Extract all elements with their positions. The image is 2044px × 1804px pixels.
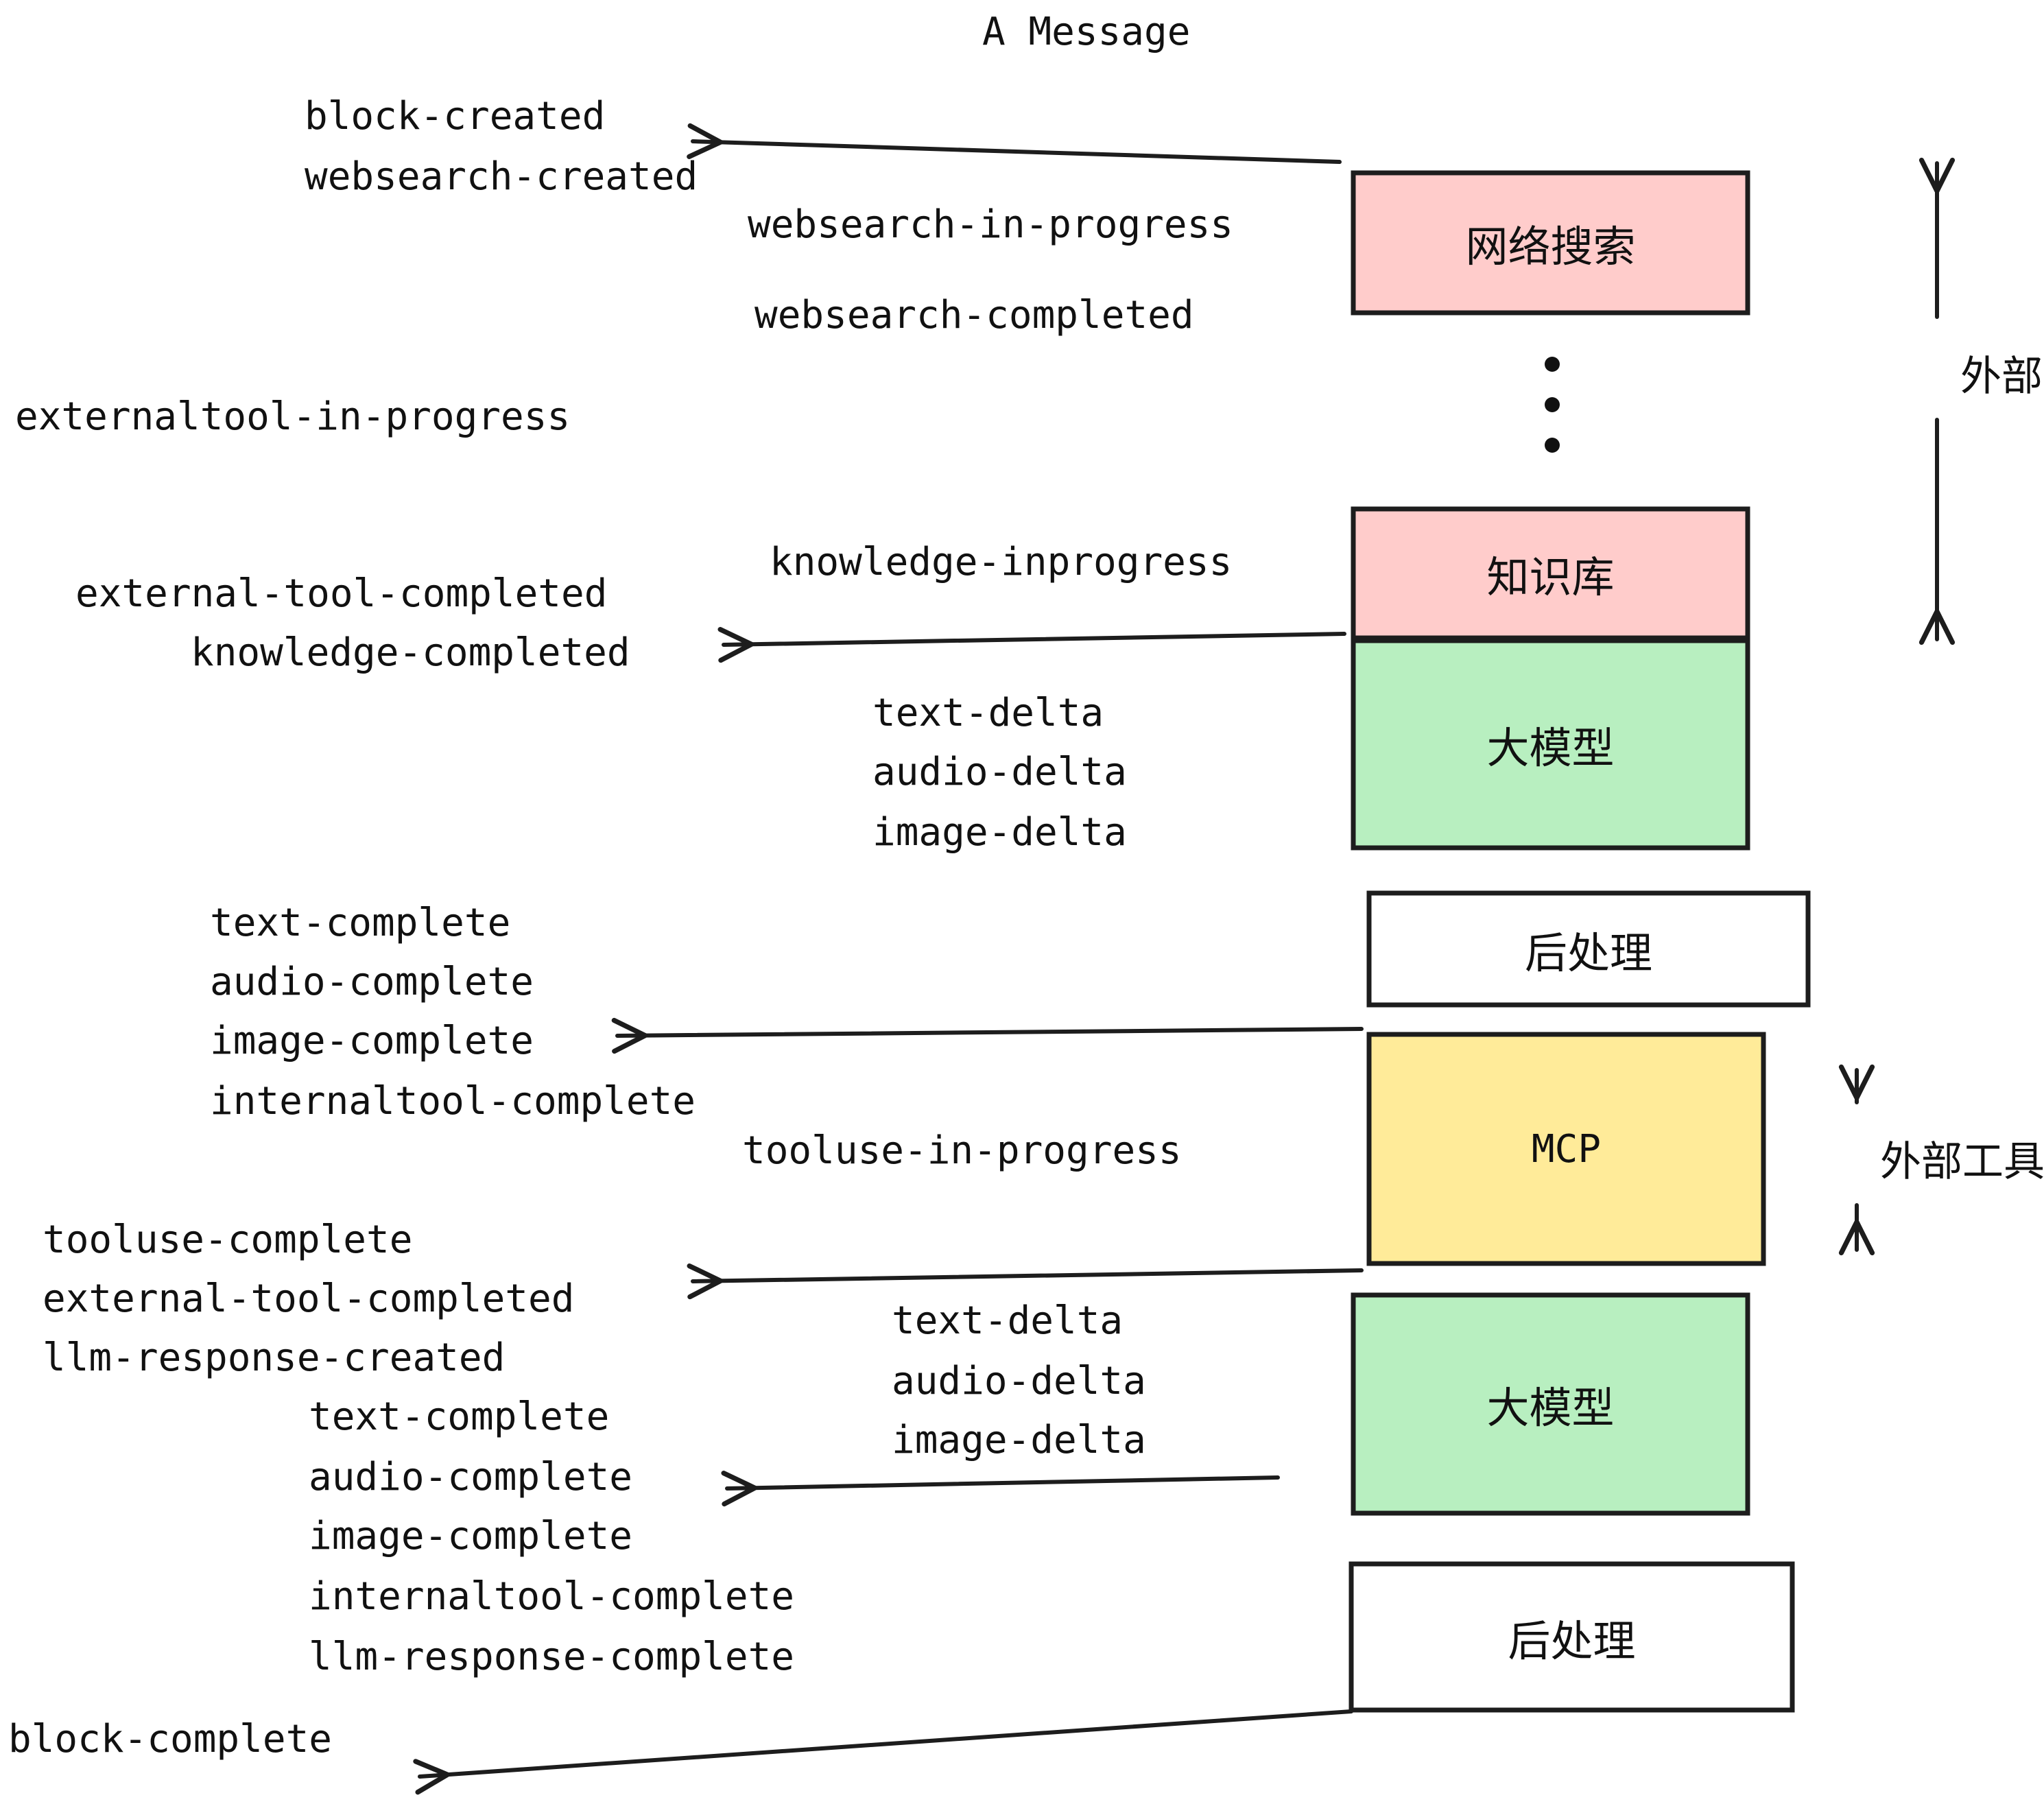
event-label-websearch-completed: websearch-completed xyxy=(754,293,1194,337)
page-title: A Message xyxy=(982,10,1191,54)
node-box-postprocess-1 xyxy=(1366,890,1811,1008)
event-label-text-delta-1: text-delta xyxy=(872,691,1104,735)
event-label-block-created: block-created xyxy=(305,94,606,139)
event-label-audio-delta-2: audio-delta xyxy=(892,1359,1146,1403)
event-label-websearch-in-progress: websearch-in-progress xyxy=(748,202,1234,247)
ellipsis-dot xyxy=(1545,397,1560,412)
node-box-websearch xyxy=(1351,170,1750,316)
node-box-knowledge xyxy=(1351,506,1750,641)
vertical-ellipsis-icon xyxy=(1544,357,1560,453)
event-label-llm-response-complete: llm-response-complete xyxy=(309,1635,795,1679)
arrow-postprocess1-left xyxy=(611,1017,1364,1054)
ellipsis-dot xyxy=(1545,357,1560,372)
node-box-mcp xyxy=(1366,1032,1766,1266)
event-label-audio-complete-1: audio-complete xyxy=(210,960,534,1004)
event-label-external-tool-completed-1: external-tool-completed xyxy=(75,571,608,616)
arrow-llm2-to-left xyxy=(721,1470,1280,1507)
event-label-image-delta-2: image-delta xyxy=(892,1418,1146,1462)
arrow-websearch-to-left xyxy=(687,123,1342,164)
arrow-knowledge-to-left xyxy=(717,626,1346,663)
event-label-audio-complete-2: audio-complete xyxy=(309,1455,633,1499)
side-label-external-tool-bottom: 外部工具 xyxy=(1880,1138,2044,1186)
node-box-llm-1 xyxy=(1351,638,1750,851)
box-group xyxy=(1348,170,1811,1713)
event-label-audio-delta-1: audio-delta xyxy=(872,750,1127,794)
arrow-group xyxy=(413,123,1364,1795)
event-label-llm-response-created: llm-response-created xyxy=(43,1336,506,1380)
bracket-group xyxy=(1838,157,1956,1256)
node-box-postprocess-2 xyxy=(1348,1561,1795,1713)
event-label-image-delta-1: image-delta xyxy=(872,810,1127,855)
event-label-image-complete-2: image-complete xyxy=(309,1514,633,1558)
event-label-internaltool-complete-2: internaltool-complete xyxy=(309,1574,795,1619)
arrow-mcp-to-left xyxy=(687,1263,1364,1300)
event-label-text-delta-2: text-delta xyxy=(892,1298,1124,1343)
node-box-llm-2 xyxy=(1351,1292,1750,1516)
event-label-knowledge-inprogress: knowledge-inprogress xyxy=(770,540,1233,584)
event-label-image-complete-1: image-complete xyxy=(210,1019,534,1063)
event-label-external-tool-completed-2: external-tool-completed xyxy=(43,1277,575,1321)
event-label-block-complete: block-complete xyxy=(8,1717,333,1761)
event-label-tooluse-complete: tooluse-complete xyxy=(43,1218,413,1262)
side-label-external-tool-top: 外部工具 xyxy=(1960,353,2044,401)
event-label-tooluse-in-progress: tooluse-in-progress xyxy=(742,1128,1182,1173)
event-label-knowledge-completed: knowledge-completed xyxy=(191,630,630,675)
event-label-externaltool-in-progress: externaltool-in-progress xyxy=(15,394,571,439)
event-label-text-complete-2: text-complete xyxy=(309,1394,610,1439)
event-label-text-complete-1: text-complete xyxy=(210,901,511,945)
event-label-websearch-created: websearch-created xyxy=(305,154,698,199)
event-label-internaltool-complete-1: internaltool-complete xyxy=(210,1079,696,1124)
arrow-postprocess2-left xyxy=(413,1709,1353,1795)
ellipsis-dot xyxy=(1545,438,1560,453)
